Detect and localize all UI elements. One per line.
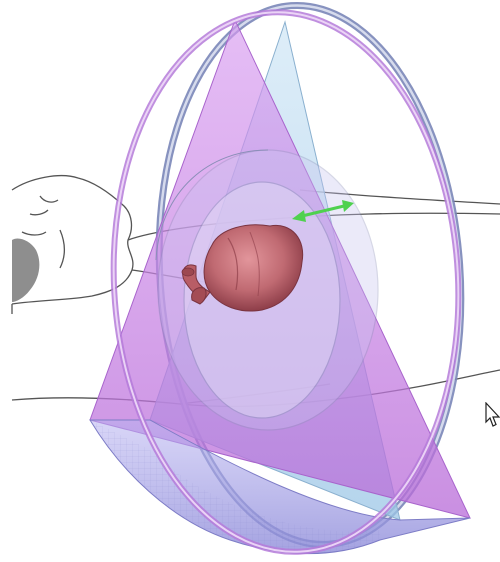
mouse-cursor-icon <box>484 402 500 428</box>
patient-hair <box>12 238 39 302</box>
